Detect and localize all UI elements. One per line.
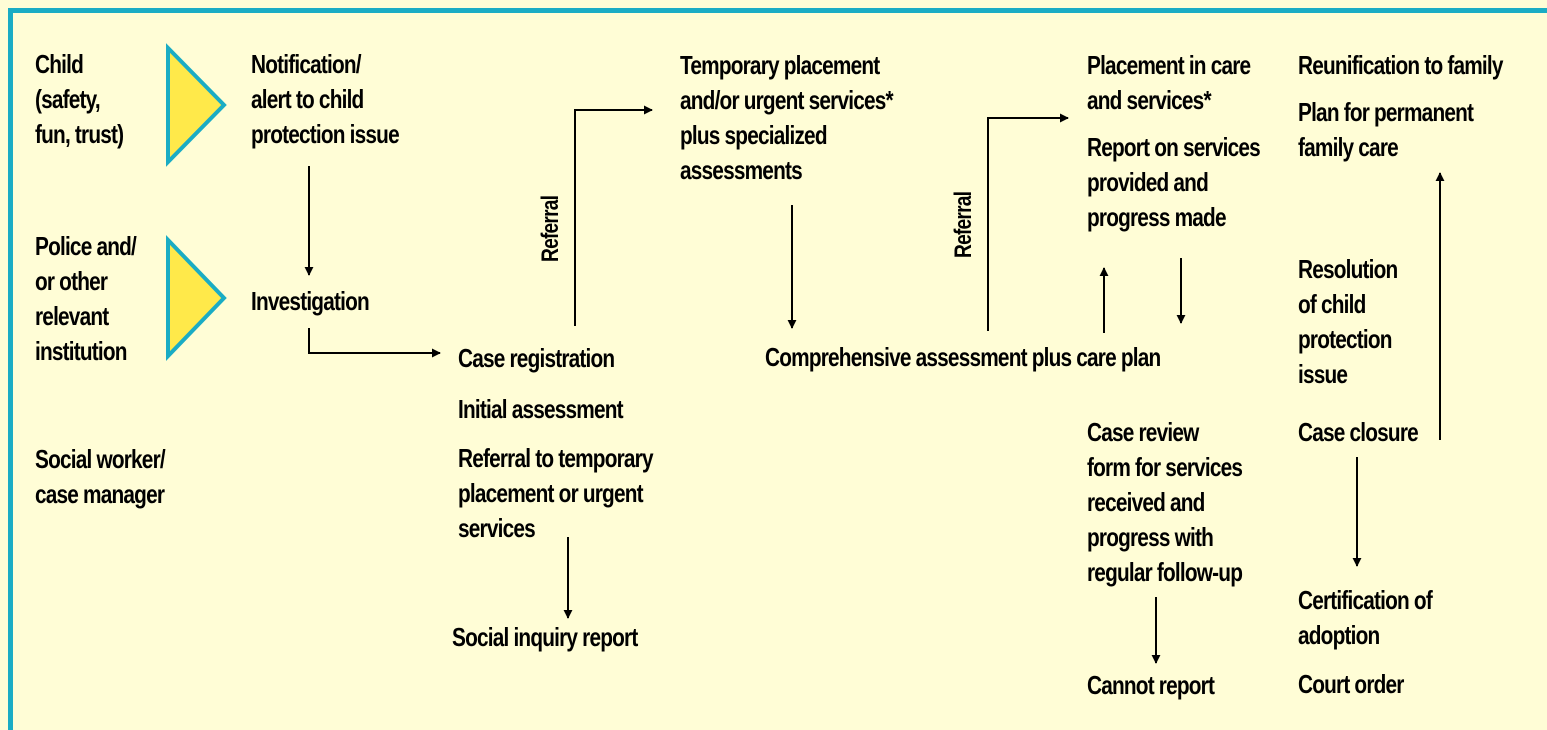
frame-top-border — [8, 8, 1547, 13]
step-certification: Certification of adoption — [1298, 585, 1433, 650]
step-case-review: Case review form for services received a… — [1087, 417, 1243, 587]
step-initial-assessment: Initial assessment — [458, 394, 624, 424]
actor-social-worker: Social worker/ case manager — [35, 444, 166, 509]
step-temporary-placement: Temporary placement and/or urgent servic… — [680, 50, 894, 185]
step-resolution: Resolution of child protection issue — [1298, 254, 1398, 389]
step-court-order: Court order — [1298, 669, 1404, 699]
step-placement-in-care: Placement in care and services* — [1087, 50, 1251, 115]
step-referral-temporary: Referral to temporary placement or urgen… — [458, 443, 654, 543]
frame-left-border — [8, 8, 13, 730]
referral-label-1: Referral — [537, 195, 564, 262]
step-reunification: Reunification to family — [1298, 50, 1503, 80]
arrow-referral-to-placement-in-care — [987, 113, 1069, 331]
step-plan-permanent: Plan for permanent family care — [1298, 97, 1474, 162]
step-case-closure: Case closure — [1298, 417, 1419, 447]
step-cannot-report: Cannot report — [1087, 670, 1215, 700]
step-case-registration: Case registration — [458, 343, 615, 373]
step-notification: Notification/ alert to child protection … — [251, 49, 400, 149]
step-investigation: Investigation — [251, 286, 370, 316]
child-triangle-icon — [166, 43, 227, 167]
step-social-inquiry-report: Social inquiry report — [452, 622, 638, 652]
step-report-on-services: Report on services provided and progress… — [1087, 132, 1261, 232]
actor-police: Police and/ or other relevant institutio… — [35, 231, 137, 366]
arrow-referral-to-temporary-placement — [574, 105, 653, 326]
actor-child: Child (safety, fun, trust) — [35, 49, 124, 149]
referral-label-2: Referral — [950, 191, 977, 258]
police-triangle-icon — [166, 235, 227, 361]
arrow-investigation-to-case-registration — [308, 328, 441, 358]
step-comprehensive-assessment: Comprehensive assessment plus care plan — [765, 342, 1161, 372]
